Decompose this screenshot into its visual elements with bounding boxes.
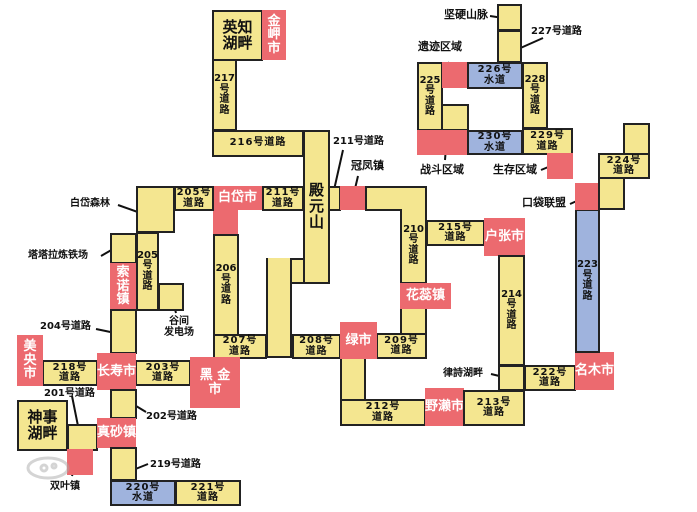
route-209[interactable]: 209号 道路 — [376, 333, 427, 359]
route-225[interactable]: 225 号 道 路 — [417, 62, 443, 131]
label-stark-mountain: 坚硬山脉 — [444, 8, 488, 21]
area-stark-mountain[interactable] — [497, 4, 522, 31]
town-celestic[interactable] — [340, 186, 366, 210]
city-oreburgh[interactable]: 黑 金 市 — [190, 357, 240, 408]
label-valley-windworks: 谷间 发电场 — [164, 316, 194, 338]
label-valor-lake: 律詩湖畔 — [443, 368, 483, 379]
label-route-227: 227号道路 — [531, 26, 582, 37]
label-route-211: 211号道路 — [333, 136, 384, 147]
route-225-bend[interactable] — [440, 104, 469, 131]
area-ruins[interactable] — [442, 62, 468, 88]
route-217[interactable]: 217 号 道 路 — [212, 59, 237, 131]
label-pokemon-league: 口袋联盟 — [522, 196, 566, 209]
area-eterna-forest[interactable] — [136, 186, 175, 233]
area-mt-coronet[interactable]: 殿 元 山 — [303, 130, 330, 284]
city-canalave[interactable]: 美 央 市 — [17, 335, 43, 386]
route-224-north[interactable] — [623, 123, 650, 155]
route-224[interactable]: 224号 道路 — [598, 153, 650, 179]
route-205-south[interactable]: 205 号 道 路 — [136, 232, 159, 311]
route-218[interactable]: 218号 道路 — [42, 360, 98, 386]
label-fight-area: 战斗区域 — [420, 163, 464, 176]
route-222[interactable]: 222号 道路 — [524, 365, 576, 391]
route-228[interactable]: 228 号 道 路 — [522, 62, 548, 129]
route-227[interactable] — [497, 30, 522, 63]
route-229[interactable]: 229号 道路 — [522, 128, 573, 155]
label-route-201: 201号道路 — [44, 388, 95, 399]
route-211-west[interactable]: 211号 道路 — [262, 186, 304, 211]
route-201[interactable] — [67, 424, 98, 451]
label-celestic: 冠凤镇 — [351, 159, 384, 172]
route-219[interactable] — [110, 447, 137, 481]
route-215[interactable]: 215号 道路 — [426, 220, 485, 246]
route-210[interactable]: 210 号 道 路 — [400, 209, 427, 284]
route-205-north[interactable]: 205号 道路 — [174, 186, 214, 211]
route-207[interactable]: 207号 道路 — [213, 334, 267, 359]
label-route-202: 202号道路 — [146, 411, 197, 422]
label-survival-area: 生存区域 — [493, 163, 537, 176]
town-solaceon[interactable]: 花蕊镇 — [400, 283, 451, 309]
area-verity-lake[interactable]: 神事 湖畔 — [17, 400, 68, 451]
route-212[interactable]: 212号 道路 — [340, 399, 426, 426]
city-sunyshore[interactable]: 名木市 — [575, 352, 614, 390]
route-214[interactable]: 214 号 道 路 — [498, 255, 525, 366]
label-ruins: 遗迹区域 — [418, 40, 462, 53]
area-valley-windworks[interactable] — [158, 283, 184, 311]
route-210-north[interactable] — [365, 186, 427, 211]
pokemon-league[interactable] — [575, 183, 600, 210]
route-213[interactable]: 213号 道路 — [463, 390, 525, 426]
route-221[interactable]: 221号 道路 — [175, 480, 241, 506]
route-224-south[interactable] — [598, 177, 625, 210]
area-fight-area[interactable] — [417, 130, 468, 155]
town-twinleaf[interactable] — [67, 449, 93, 475]
city-veilstone[interactable]: 户张市 — [484, 218, 525, 256]
route-208[interactable]: 208号 道路 — [292, 334, 341, 359]
label-eterna-forest: 白岱森林 — [70, 198, 110, 209]
route-226-water[interactable]: 226号 水道 — [467, 62, 523, 89]
city-eterna-south[interactable] — [213, 205, 238, 235]
area-oreburgh-mine[interactable] — [110, 233, 137, 264]
route-202[interactable] — [110, 389, 137, 419]
area-eiji-lake[interactable]: 英知 湖畔 — [212, 10, 263, 61]
city-snowpoint[interactable]: 金 岬 市 — [262, 10, 286, 60]
city-jubilife[interactable]: 长寿市 — [97, 353, 136, 390]
route-230-water[interactable]: 230号 水道 — [467, 130, 523, 155]
label-route-204: 204号道路 — [40, 321, 91, 332]
area-valor-lake[interactable] — [498, 365, 525, 391]
label-route-219: 219号道路 — [150, 459, 201, 470]
label-oreburgh-mine: 塔塔拉炼铁场 — [28, 250, 88, 261]
route-204[interactable] — [110, 309, 137, 354]
city-pastoria[interactable]: 野濑市 — [425, 388, 464, 426]
city-eterna[interactable]: 白岱市 — [213, 186, 262, 210]
mt-coronet-south[interactable] — [266, 258, 292, 358]
route-223-water[interactable]: 223 号 道 路 — [575, 209, 600, 353]
city-hearthome[interactable]: 绿市 — [340, 322, 377, 359]
route-220-water[interactable]: 220号 水道 — [110, 480, 176, 506]
area-survival-area[interactable] — [547, 153, 573, 179]
town-floaroma[interactable]: 索 诺 镇 — [110, 263, 136, 310]
town-sandgem[interactable]: 真砂镇 — [97, 418, 136, 448]
route-216[interactable]: 216号道路 — [212, 130, 304, 157]
route-209-north[interactable] — [400, 306, 427, 336]
route-203[interactable]: 203号 道路 — [135, 360, 191, 386]
route-206[interactable]: 206 号 道 路 — [213, 234, 239, 336]
label-twinleaf: 双叶镇 — [50, 481, 80, 492]
